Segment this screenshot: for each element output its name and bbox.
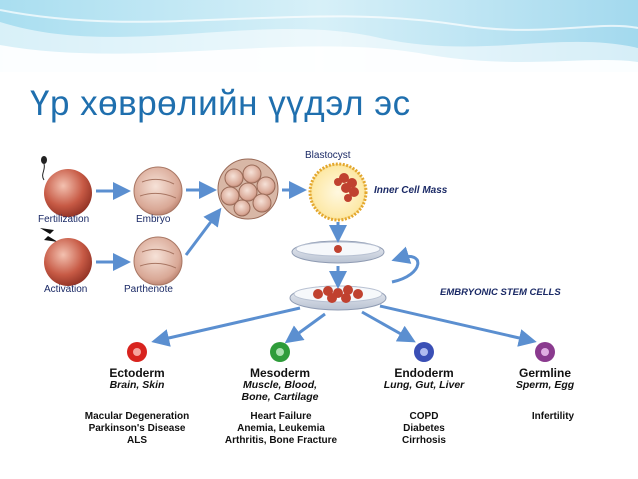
mesoderm-sub: Muscle, Blood, Bone, Cartilage (241, 379, 319, 403)
parthenote-icon (133, 236, 183, 286)
activated-egg-icon (44, 238, 92, 286)
endoderm-sub: Lung, Gut, Liver (383, 379, 465, 391)
lightning-icon (40, 228, 58, 242)
esc-label: EMBRYONIC STEM CELLS (440, 287, 561, 298)
fertilized-egg-icon (44, 169, 92, 217)
slide-title: Үр хөврөлийн үүдэл эс (30, 84, 411, 123)
embryo-label: Embryo (136, 214, 171, 225)
culture-dish-icon (291, 240, 385, 264)
endoderm-icon (414, 342, 434, 362)
germline-diseases: Infertility (531, 411, 575, 422)
morula-icon (217, 158, 279, 220)
process-arrows (96, 181, 537, 347)
inner-cell-mass-label: Inner Cell Mass (374, 185, 448, 196)
stem-cell-dish-icon (289, 285, 387, 311)
germline-title: Germline (518, 366, 572, 380)
header-banner (0, 0, 638, 72)
mesoderm-icon (270, 342, 290, 362)
parthenote-label: Parthenote (124, 284, 173, 295)
mesoderm-diseases: Heart Failure Anemia, Leukemia Arthritis… (224, 411, 338, 446)
blastocyst-label: Blastocyst (305, 150, 351, 161)
fertilization-label: Fertilization (38, 214, 90, 225)
embryo-icon (133, 166, 183, 216)
ectoderm-title: Ectoderm (109, 366, 165, 380)
sperm-icon (41, 156, 47, 181)
mesoderm-title: Mesoderm (249, 366, 311, 380)
ectoderm-icon (127, 342, 147, 362)
ectoderm-sub: Brain, Skin (109, 379, 165, 391)
blastocyst-icon (308, 162, 368, 222)
endoderm-title: Endoderm (394, 366, 454, 380)
ectoderm-diseases: Macular Degeneration Parkinson's Disease… (84, 411, 190, 446)
endoderm-diseases: COPD Diabetes Cirrhosis (402, 411, 446, 446)
self-renewal-arrow (391, 246, 420, 284)
germline-sub: Sperm, Egg (515, 379, 575, 391)
activation-label: Activation (44, 284, 88, 295)
germline-icon (535, 342, 555, 362)
